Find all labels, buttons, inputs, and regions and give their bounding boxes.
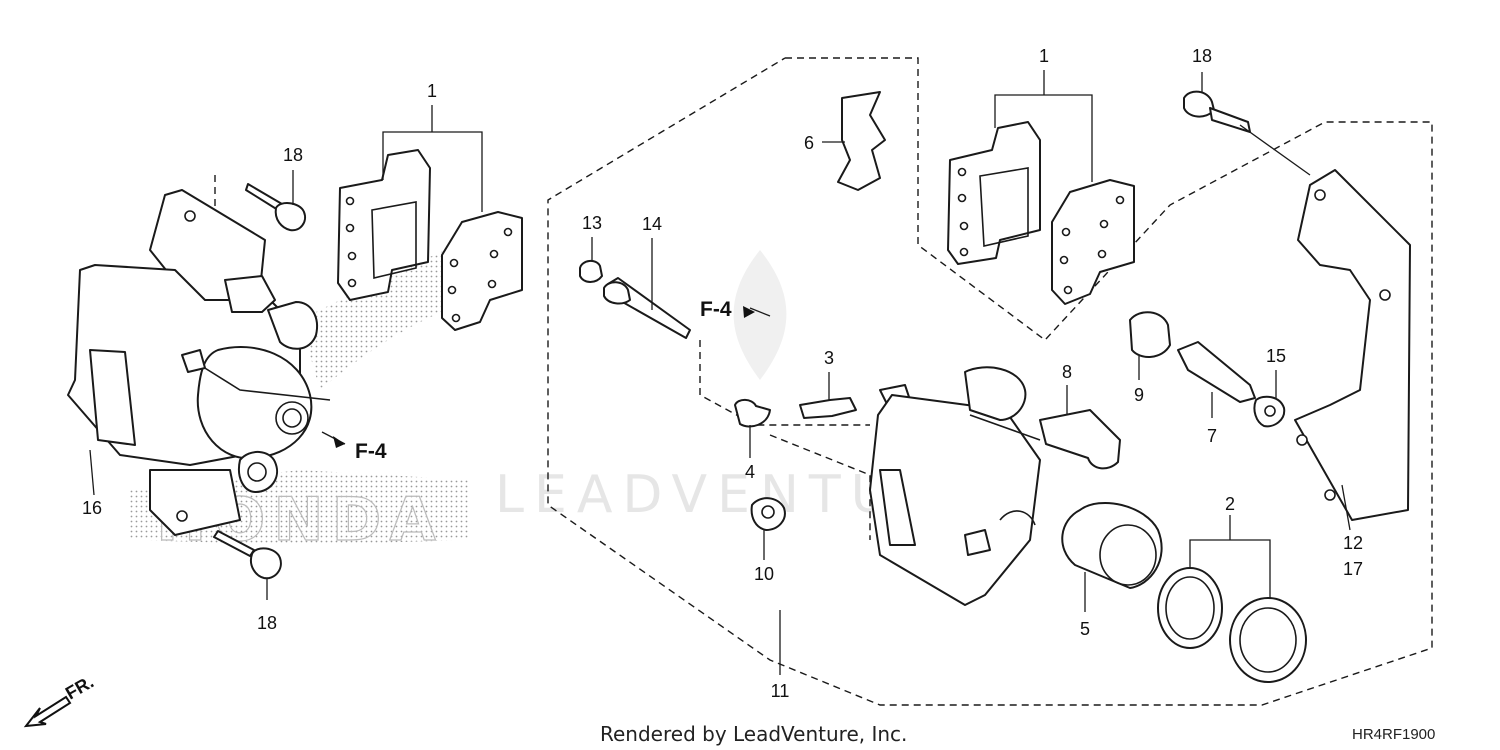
callout-17: 17 [1343,559,1363,579]
callout-3: 3 [824,348,834,368]
callout-7: 7 [1207,426,1217,446]
callout-2: 2 [1225,494,1235,514]
reference-arrow-left-icon [333,436,345,448]
right-bracket-and-bolt [1183,90,1411,521]
right-brake-pads [947,121,1135,305]
right-small-parts [579,91,1286,531]
callout-5: 5 [1080,619,1090,639]
left-brake-pads [337,149,523,331]
callout-18-bottom-left: 18 [257,613,277,633]
callouts: 1 1 2 3 4 5 6 7 8 9 10 11 12 13 14 15 16… [82,46,1363,701]
callout-11: 11 [771,681,790,701]
callout-18-top-left: 18 [283,145,303,165]
front-arrow-icon [23,695,72,728]
callout-9: 9 [1134,385,1144,405]
reference-arrow-right-icon [743,306,755,318]
callout-1-left: 1 [427,81,437,101]
callout-15: 15 [1266,346,1286,366]
callout-16: 16 [82,498,102,518]
left-bolts [213,183,306,580]
piston-and-seals [1061,501,1307,683]
diagram-code: HR4RF1900 [1352,726,1435,743]
reference-f4-left: F-4 [355,440,387,463]
front-direction-indicator: FR. [23,672,97,728]
callout-10: 10 [754,564,774,584]
callout-6: 6 [804,133,814,153]
callout-18-top-right: 18 [1192,46,1212,66]
callout-13: 13 [582,213,602,233]
leader-lines [89,70,1351,675]
left-caliper-assembly [67,189,331,536]
reference-labels: F-4 F-4 [333,298,755,463]
callout-8: 8 [1062,362,1072,382]
callout-1-right: 1 [1039,46,1049,66]
callout-4: 4 [745,462,755,482]
footer-credit: Rendered by LeadVenture, Inc. [600,722,907,746]
callout-12: 12 [1343,533,1363,553]
callout-14: 14 [642,214,662,234]
right-caliper-body [869,366,1041,606]
reference-f4-right: F-4 [700,298,732,321]
